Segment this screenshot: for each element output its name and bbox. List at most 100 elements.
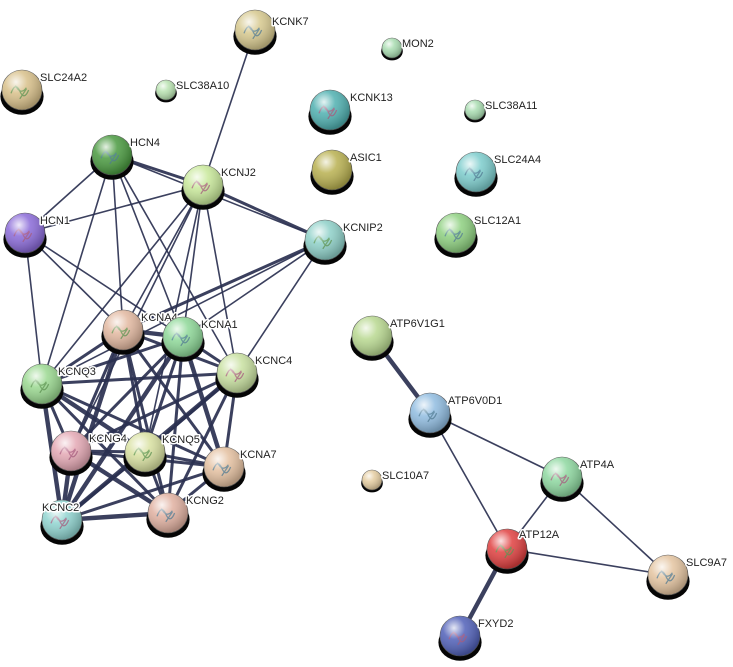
node-kcng2[interactable]: KCNG2 [146,492,225,538]
edge-layer [24,29,669,639]
node-gloss [22,364,62,404]
node-kcng4[interactable]: KCNG4 [49,430,128,476]
node-fxyd2[interactable]: FXYD2 [438,615,515,661]
node-mon2[interactable]: MON2 [381,37,435,61]
node-gloss [465,100,485,120]
node-gloss [217,353,257,393]
node-label-kcnq5: KCNQ5 [162,434,200,446]
node-kcnc4[interactable]: KCNC4 [215,352,294,398]
node-kcnq5[interactable]: KCNQ5 [123,431,201,477]
node-hcn4[interactable]: HCN4 [90,134,161,180]
node-gloss [156,80,176,100]
node-label-slc24a2: SLC24A2 [40,72,87,84]
edge-kcnk7-kcnj2 [202,29,256,186]
node-atp12a[interactable]: ATP12A [485,528,561,574]
node-gloss [42,500,82,540]
node-kcnk7[interactable]: KCNK7 [233,9,310,55]
node-gloss [648,555,688,595]
node-label-atp4a: ATP4A [580,459,615,471]
node-slc24a4[interactable]: SLC24A4 [454,151,543,197]
node-gloss [163,317,203,357]
node-atp6v1g1[interactable]: ATP6V1G1 [350,315,446,361]
edge-kcnc4-kcng4 [69,371,239,453]
node-gloss [51,431,91,471]
node-gloss [410,393,450,433]
node-slc38a10[interactable]: SLC38A10 [155,79,231,103]
edge-kcnc4-kcnq3 [40,371,239,386]
node-label-kcng4: KCNG4 [89,433,127,445]
edge-kcnip2-kcna4 [121,238,327,332]
edge-kcna7-kcnc2 [60,465,226,522]
node-label-atp6v0d1: ATP6V0D1 [448,395,502,407]
node-label-slc38a10: SLC38A10 [176,80,229,92]
edge-kcna1-kcnq3 [40,335,185,386]
node-kcnip2[interactable]: KCNIP2 [303,219,384,265]
node-slc9a7[interactable]: SLC9A7 [646,554,728,600]
edge-kcnj2-kcna4 [122,184,204,331]
node-label-atp6v1g1: ATP6V1G1 [390,318,445,330]
node-gloss [542,457,582,497]
edge-kcnc4-kcng2 [166,371,239,515]
node-gloss [382,38,402,58]
edge-kcna1-kcnc2 [59,334,186,523]
node-label-slc10a7: SLC10A7 [382,470,429,482]
node-gloss [456,152,496,192]
node-kcnk13[interactable]: KCNK13 [308,89,394,135]
edge-kcnip2-kcnq3 [41,239,326,385]
node-kcna1[interactable]: KCNA1 [161,316,239,362]
node-label-kcng2: KCNG2 [186,495,224,507]
node-label-kcna7: KCNA7 [240,449,277,461]
node-atp4a[interactable]: ATP4A [540,456,616,502]
edge-kcna4-kcng2 [121,328,170,515]
edge-kcnj2-kcna1 [182,184,204,338]
node-gloss [440,616,480,656]
edge-hcn1-kcnj2 [24,184,204,234]
node-label-fxyd2: FXYD2 [478,618,513,630]
node-gloss [305,220,345,260]
node-gloss [487,529,527,569]
node-label-slc9a7: SLC9A7 [686,557,727,569]
node-gloss [183,165,223,205]
node-asic1[interactable]: ASIC1 [310,149,383,195]
node-kcna7[interactable]: KCNA7 [202,446,278,492]
node-label-slc24a4: SLC24A4 [494,154,541,166]
node-gloss [125,432,165,472]
node-gloss [362,470,382,490]
edge-atp6v0d1-atp12a [429,412,508,550]
node-label-atp12a: ATP12A [519,529,560,541]
node-label-kcnip2: KCNIP2 [343,222,383,234]
node-kcnj2[interactable]: KCNJ2 [181,164,257,210]
node-kcnq3[interactable]: KCNQ3 [20,363,97,409]
node-gloss [352,316,392,356]
node-label-kcnq3: KCNQ3 [58,366,96,378]
node-atp6v0d1[interactable]: ATP6V0D1 [408,392,504,438]
node-gloss [5,213,45,253]
edge-atp12a-slc9a7 [506,548,669,576]
node-kcna4[interactable]: KCNA4 [101,309,179,355]
edge-hcn4-kcna4 [111,154,124,331]
node-gloss [204,447,244,487]
node-label-slc12a1: SLC12A1 [474,215,521,227]
node-label-kcna1: KCNA1 [201,319,238,331]
node-label-asic1: ASIC1 [350,152,382,164]
node-label-kcnc4: KCNC4 [255,355,292,367]
node-slc38a11[interactable]: SLC38A11 [464,99,539,123]
node-label-slc38a11: SLC38A11 [485,100,537,112]
node-gloss [103,310,143,350]
edge-kcnj2-kcnq5 [144,184,204,453]
node-hcn1[interactable]: HCN1 [3,212,71,258]
node-kcnc2[interactable]: KCNC2 [40,499,84,545]
node-gloss [148,493,188,533]
edge-kcnj2-kcnc4 [202,184,238,374]
node-slc12a1[interactable]: SLC12A1 [434,212,523,258]
node-gloss [92,135,132,175]
node-label-hcn1: HCN1 [40,215,70,227]
node-slc24a2[interactable]: SLC24A2 [0,69,89,115]
edge-kcnip2-kcnc4 [236,239,326,374]
node-slc10a7[interactable]: SLC10A7 [361,469,431,493]
node-label-mon2: MON2 [402,38,434,50]
node-gloss [2,70,42,110]
node-gloss [312,150,352,190]
node-gloss [310,90,350,130]
